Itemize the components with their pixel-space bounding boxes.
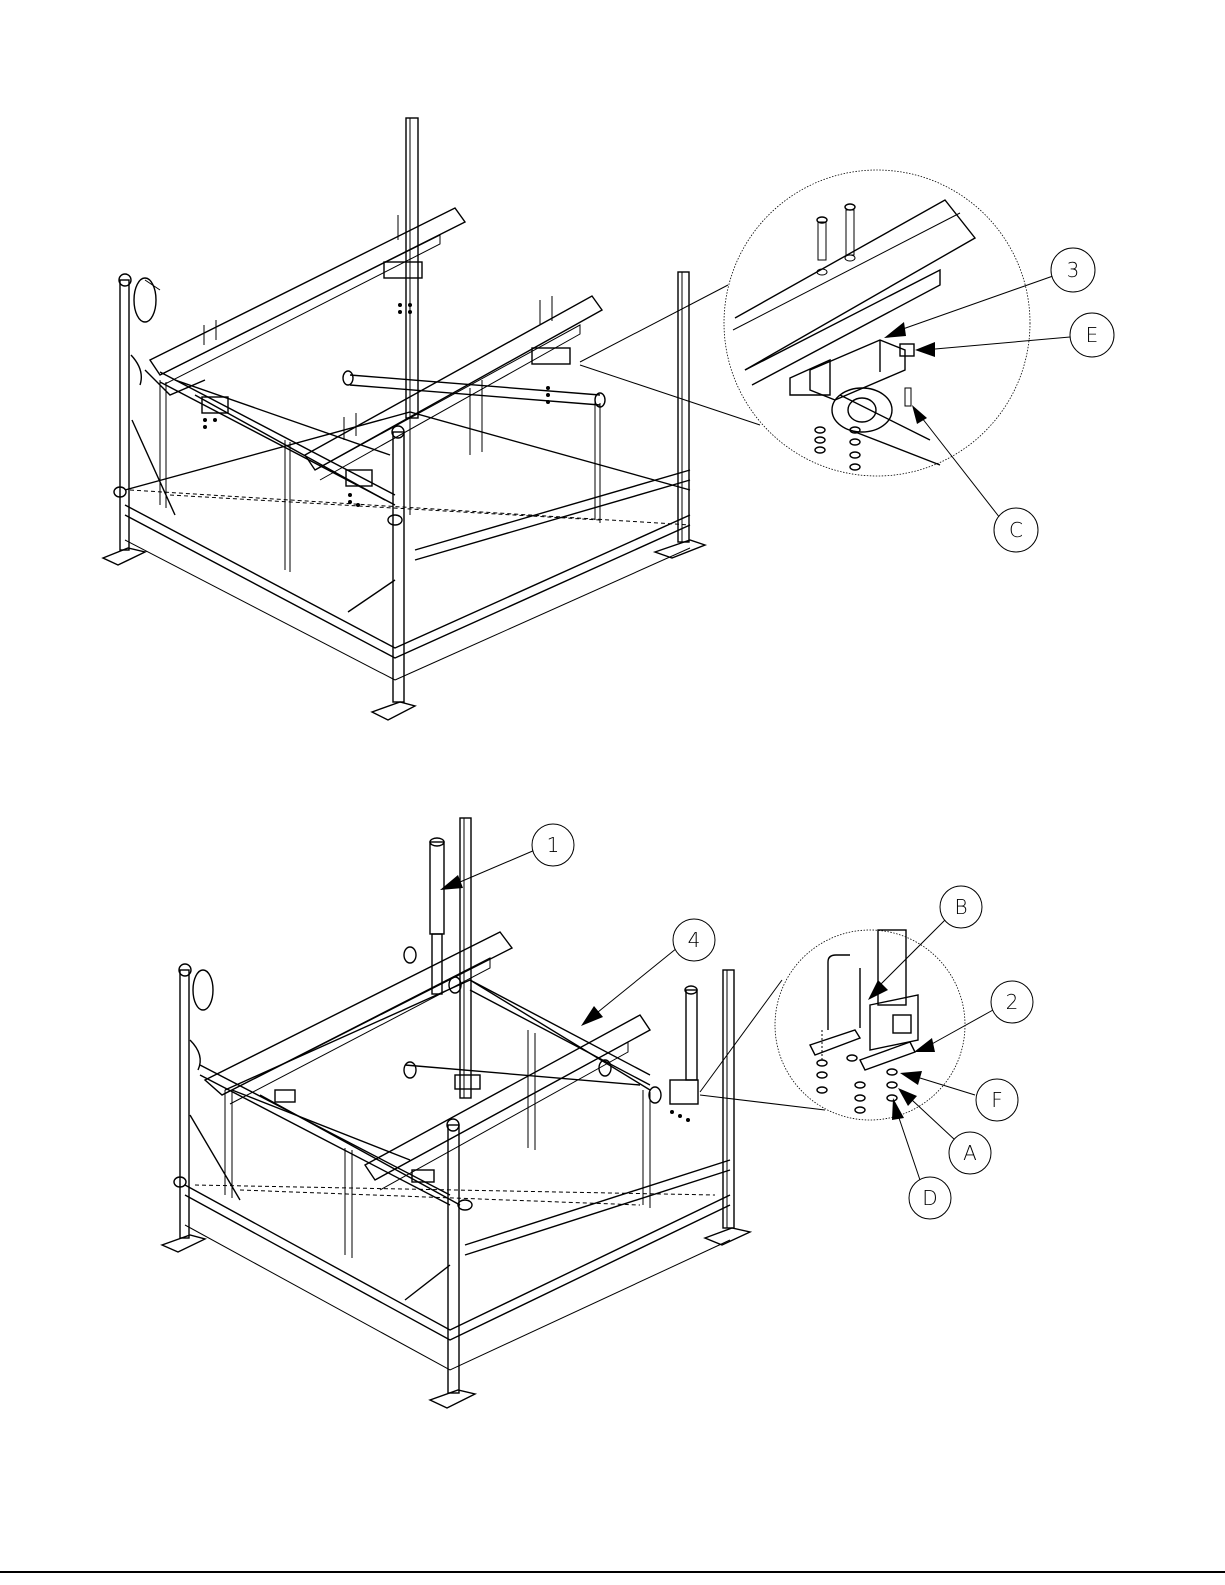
- callout-2: 2: [1006, 990, 1019, 1014]
- callout-E: E: [1086, 323, 1099, 347]
- top-rear-post: [406, 118, 418, 418]
- callout-3: 3: [1067, 258, 1080, 282]
- callout-C: C: [1009, 518, 1023, 542]
- bottom-bunk-rear: [205, 932, 512, 1160]
- top-right-post: [655, 272, 705, 558]
- bottom-front-post: [430, 1119, 475, 1408]
- top-detail-view: [724, 170, 1030, 476]
- bottom-lift-frame: [162, 818, 750, 1408]
- callout-1: 1: [547, 833, 560, 857]
- bottom-capped-post: [430, 838, 444, 994]
- callout-F: F: [991, 1088, 1003, 1112]
- bottom-rear-post: [460, 818, 471, 1098]
- callout-4: 4: [688, 928, 701, 952]
- top-callouts: 3 E C: [884, 248, 1114, 552]
- callout-D: D: [922, 1186, 937, 1210]
- top-lift-frame: [103, 118, 705, 720]
- callout-B: B: [954, 895, 967, 919]
- bottom-detail-view: [775, 930, 965, 1120]
- top-front-post: [372, 426, 415, 720]
- footer-rule: [0, 1571, 1225, 1573]
- bottom-short-post: [685, 986, 697, 1080]
- bottom-left-post: [162, 964, 213, 1252]
- top-left-post: [103, 274, 160, 565]
- callout-A: A: [963, 1141, 977, 1165]
- top-saddles: [114, 210, 605, 525]
- bottom-detail-leaders: [700, 980, 825, 1110]
- top-detail-leaders: [580, 285, 760, 425]
